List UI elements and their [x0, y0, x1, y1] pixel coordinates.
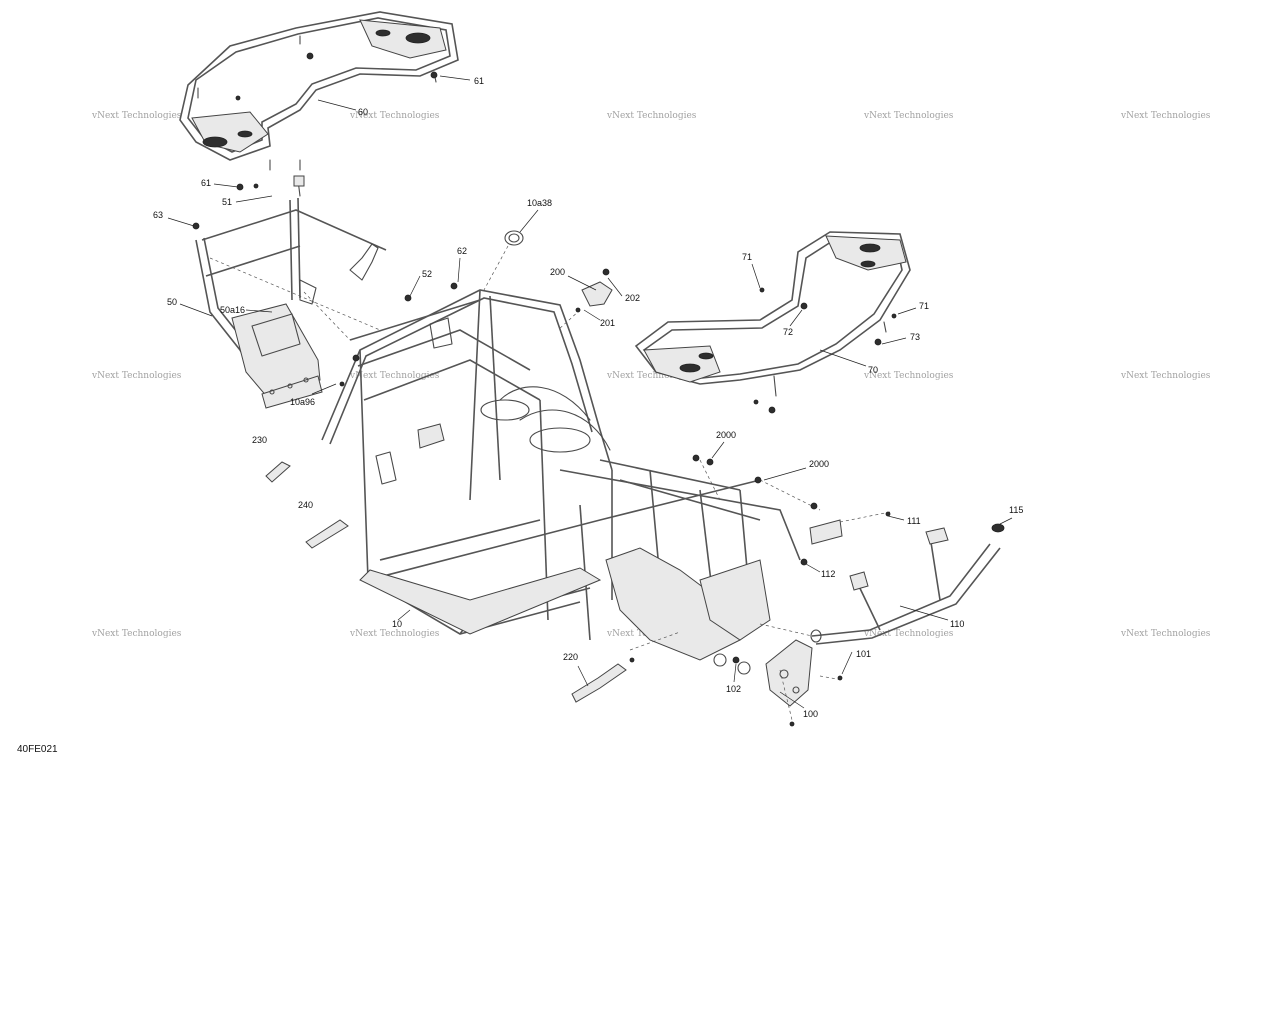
watermark-text: vNext Technologies	[606, 371, 697, 381]
watermark-text: vNext Technologies	[863, 629, 954, 639]
callout-70: 70	[868, 365, 878, 375]
callout-112: 112	[821, 569, 835, 579]
callout-220: 220	[563, 652, 578, 662]
front-bracket-assembly	[195, 175, 387, 409]
watermark-text: vNext Technologies	[91, 629, 182, 639]
watermark-text: vNext Technologies	[91, 111, 182, 121]
rear-rack	[634, 231, 911, 397]
bracket-220	[571, 663, 627, 703]
watermark-text: vNext Technologies	[1120, 629, 1211, 639]
callout-50: 50	[167, 297, 177, 307]
assembly-lines	[209, 245, 891, 721]
callout-102: 102	[726, 684, 741, 694]
watermark-text: vNext Technologies	[606, 111, 697, 121]
callout-52: 52	[422, 269, 432, 279]
watermark-text: vNext Technologies	[349, 111, 440, 121]
callout-labels: 61 60 61 51 63 10a38 62 52 200 202 201 5…	[153, 76, 1023, 719]
callout-10a96: 10a96	[290, 397, 315, 407]
callout-71: 71	[742, 252, 752, 262]
watermark-text: vNext Technologies	[863, 111, 954, 121]
callout-202: 202	[625, 293, 640, 303]
callout-10: 10	[392, 619, 402, 629]
callout-71: 71	[919, 301, 929, 311]
callout-50a16: 50a16	[220, 305, 245, 315]
watermark-text: vNext Technologies	[349, 371, 440, 381]
pad-230	[265, 461, 291, 483]
pad-240	[305, 519, 349, 549]
callout-2000: 2000	[809, 459, 829, 469]
callout-60: 60	[358, 107, 368, 117]
callout-111: 111	[907, 516, 921, 526]
figure-code: 40FE021	[17, 744, 58, 755]
leader-lines	[167, 75, 1013, 709]
watermark-text: vNext Technologies	[91, 371, 182, 381]
watermark-text: vNext Technologies	[863, 371, 954, 381]
callout-201: 201	[600, 318, 615, 328]
callout-10a38: 10a38	[527, 198, 552, 208]
callout-2000: 2000	[716, 430, 736, 440]
callout-115: 115	[1009, 505, 1023, 515]
watermark-text: vNext Technologies	[349, 629, 440, 639]
callout-110: 110	[950, 619, 964, 629]
main-frame	[321, 289, 843, 675]
callout-72: 72	[783, 327, 793, 337]
rear-bumper	[810, 523, 1005, 645]
callout-100: 100	[803, 709, 818, 719]
callout-73: 73	[910, 332, 920, 342]
front-rack	[179, 11, 459, 171]
callout-61: 61	[474, 76, 484, 86]
callout-51: 51	[222, 197, 232, 207]
callout-62: 62	[457, 246, 467, 256]
watermark-text: vNext Technologies	[1120, 111, 1211, 121]
callout-101: 101	[856, 649, 871, 659]
callout-61: 61	[201, 178, 211, 188]
grommet-10a38	[504, 230, 524, 246]
watermark-text: vNext Technologies	[1120, 371, 1211, 381]
callout-240: 240	[298, 500, 313, 510]
callout-63: 63	[153, 210, 163, 220]
fasteners	[192, 52, 897, 727]
callout-200: 200	[550, 267, 565, 277]
callout-230: 230	[252, 435, 267, 445]
bracket-200	[581, 281, 613, 307]
rear-bracket-100	[765, 639, 813, 707]
